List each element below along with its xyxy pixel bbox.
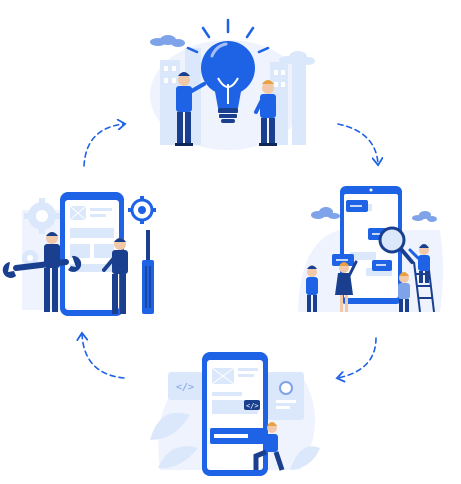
person-figure xyxy=(306,265,318,312)
person-figure xyxy=(175,72,206,146)
person-figure xyxy=(398,272,410,312)
arrow-bottom-to-left xyxy=(82,334,125,379)
person-figure xyxy=(102,238,128,314)
lightbulb-icon xyxy=(201,41,255,123)
code-tag-icon: </> xyxy=(244,400,260,410)
build-scene xyxy=(2,192,156,316)
cycle-arrows xyxy=(82,124,378,378)
input-card xyxy=(210,428,266,444)
idea-scene xyxy=(150,18,315,150)
chat-bubble-icon xyxy=(332,200,392,271)
arrow-right-to-bottom xyxy=(338,337,377,378)
code-window: </> xyxy=(168,372,210,400)
svg-text:</>: </> xyxy=(246,402,259,410)
phone-screen xyxy=(60,192,124,316)
gear-icon xyxy=(24,198,60,234)
design-scene: </> </> xyxy=(150,352,320,476)
gear-icon xyxy=(22,250,38,266)
leaf-icon xyxy=(150,412,320,470)
screwdriver-icon xyxy=(142,230,154,314)
person-figure xyxy=(254,80,277,146)
research-scene xyxy=(298,186,443,313)
person-figure xyxy=(250,422,285,471)
arrow-left-to-top xyxy=(83,124,124,167)
profile-card xyxy=(268,372,304,420)
cloud-icon xyxy=(412,211,437,222)
arrow-top-to-right xyxy=(337,123,378,164)
person-figure xyxy=(44,232,60,312)
svg-text:</>: </> xyxy=(176,382,194,393)
gear-icon xyxy=(128,196,156,224)
lightbulb-rays xyxy=(186,18,270,54)
cloud-icon xyxy=(150,35,185,47)
person-figure xyxy=(335,260,358,312)
person-figure xyxy=(408,244,430,283)
magnifier-icon xyxy=(378,226,414,264)
cloud-icon xyxy=(311,207,340,219)
cloud-icon xyxy=(279,51,315,65)
